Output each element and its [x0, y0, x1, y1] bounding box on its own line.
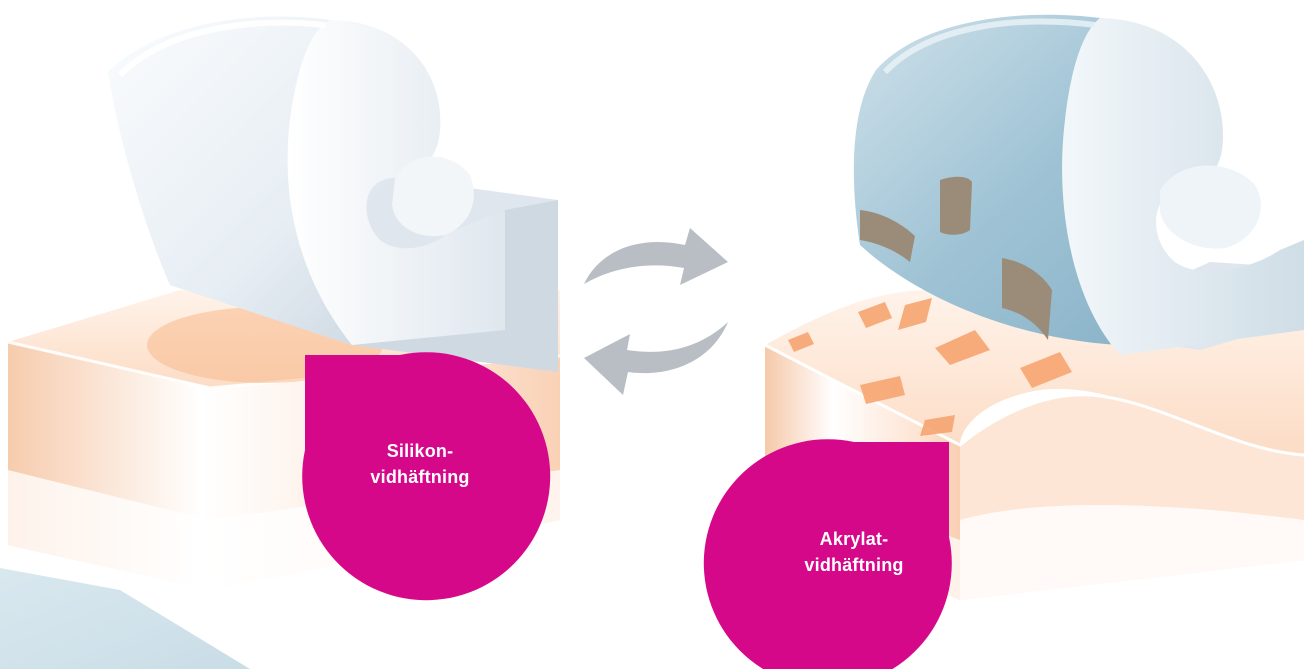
acrylate-badge [703, 439, 952, 669]
acrylate-label-line2: vidhäftning [804, 555, 904, 575]
two-curved-arrows-icon [584, 228, 728, 395]
silicone-label-line1: Silikon- [386, 441, 454, 461]
left-silicone-tape [108, 16, 558, 372]
tape-residue-spots [860, 176, 1052, 340]
right-acrylate-tape [853, 14, 1304, 355]
corner-panel [0, 568, 250, 669]
silicone-badge [302, 352, 551, 601]
acrylate-badge-label: Akrylat- vidhäftning [778, 526, 930, 578]
adhesive-residue-spots [788, 298, 1072, 436]
silicone-badge-label: Silikon- vidhäftning [344, 438, 496, 490]
silicone-label-line2: vidhäftning [370, 467, 470, 487]
acrylate-label-line1: Akrylat- [819, 529, 889, 549]
